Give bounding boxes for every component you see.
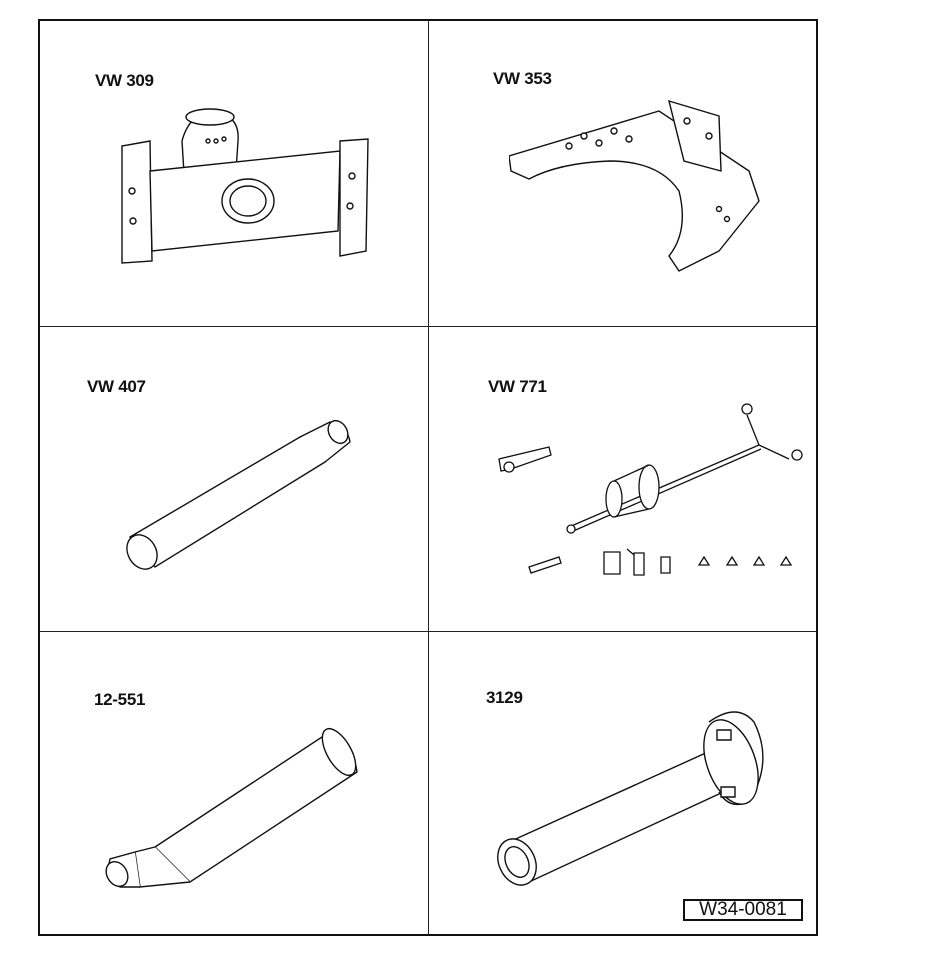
tool-label: VW 353 bbox=[493, 69, 552, 88]
figure-reference-code: W34-0081 bbox=[683, 899, 803, 921]
tool-grid-frame: VW 309 VW 353 VW 407 bbox=[38, 19, 818, 936]
grid-divider-horizontal-2 bbox=[40, 631, 816, 632]
curved-mounting-plate-icon bbox=[509, 91, 789, 281]
grid-divider-vertical bbox=[428, 21, 429, 934]
stepped-drift-icon bbox=[95, 697, 375, 907]
tube-press-tool-icon bbox=[479, 692, 779, 892]
tool-label: VW 407 bbox=[87, 377, 146, 396]
slide-hammer-kit-icon bbox=[489, 387, 809, 597]
tool-cell-12551: 12-551 bbox=[40, 632, 428, 934]
tool-cell-vw771: VW 771 bbox=[429, 327, 816, 631]
engine-support-bracket-icon bbox=[100, 91, 380, 291]
tool-cell-vw353: VW 353 bbox=[429, 21, 816, 326]
drift-pin-icon bbox=[110, 402, 370, 582]
tool-label: 12-551 bbox=[94, 690, 146, 709]
tool-cell-vw407: VW 407 bbox=[40, 327, 428, 631]
tool-label: 3129 bbox=[486, 688, 523, 707]
tool-cell-3129: 3129 bbox=[429, 632, 816, 934]
grid-divider-horizontal-1 bbox=[40, 326, 816, 327]
tool-cell-vw309: VW 309 bbox=[40, 21, 428, 326]
tool-label: VW 309 bbox=[95, 71, 154, 90]
tool-label: VW 771 bbox=[488, 377, 547, 396]
